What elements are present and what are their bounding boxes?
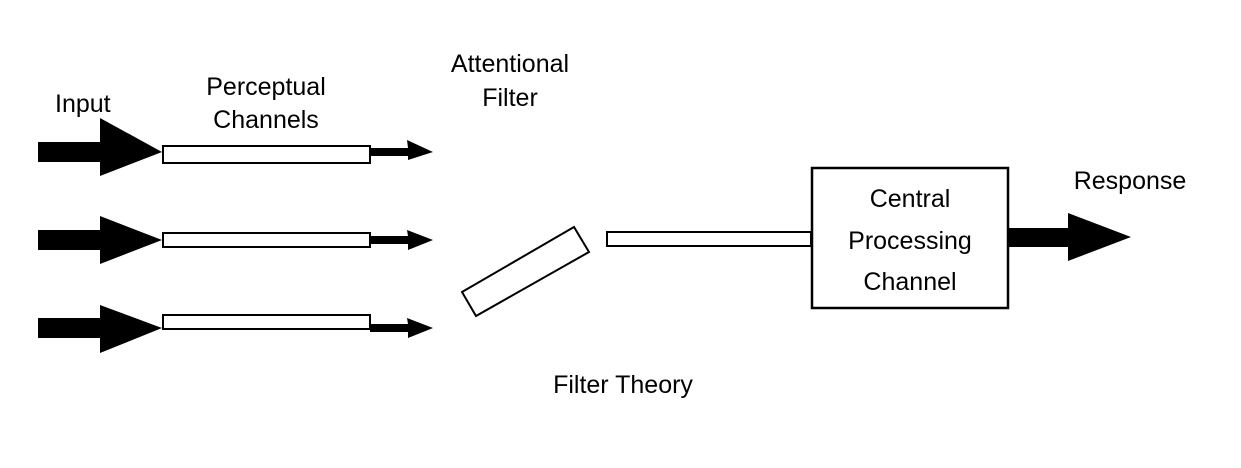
channel-bar-1: [162, 145, 371, 164]
diagram-caption: Filter Theory: [553, 371, 693, 399]
output-arrow-3: [370, 318, 433, 338]
input-arrow-3: [38, 305, 162, 353]
channel-bar-3: [162, 314, 371, 330]
central-processing-label-line2: Processing: [848, 227, 972, 255]
input-arrow-1: [38, 118, 162, 176]
input-label: Input: [55, 90, 111, 118]
input-arrow-2: [38, 216, 162, 264]
central-processing-box: [810, 166, 1010, 310]
perceptual-channels-label-line1: Perceptual: [206, 73, 326, 101]
response-label: Response: [1074, 167, 1187, 195]
output-arrow-2: [370, 230, 433, 250]
perceptual-channel-1: [38, 118, 433, 176]
channel-bar-2: [162, 232, 371, 248]
response-arrow: [1008, 213, 1131, 261]
perceptual-channel-3: [38, 305, 433, 353]
attentional-filter-label-line1: Attentional: [451, 50, 569, 78]
central-processing-label-line3: Channel: [863, 268, 956, 296]
perceptual-channels-label-line2: Channels: [213, 106, 319, 134]
central-processing-label-line1: Central: [870, 185, 951, 213]
output-arrow-1: [370, 140, 433, 160]
selected-channel-bar: [606, 231, 812, 247]
perceptual-channel-2: [38, 216, 433, 264]
attentional-filter: [460, 225, 591, 318]
attentional-filter-label-line2: Filter: [482, 84, 538, 112]
